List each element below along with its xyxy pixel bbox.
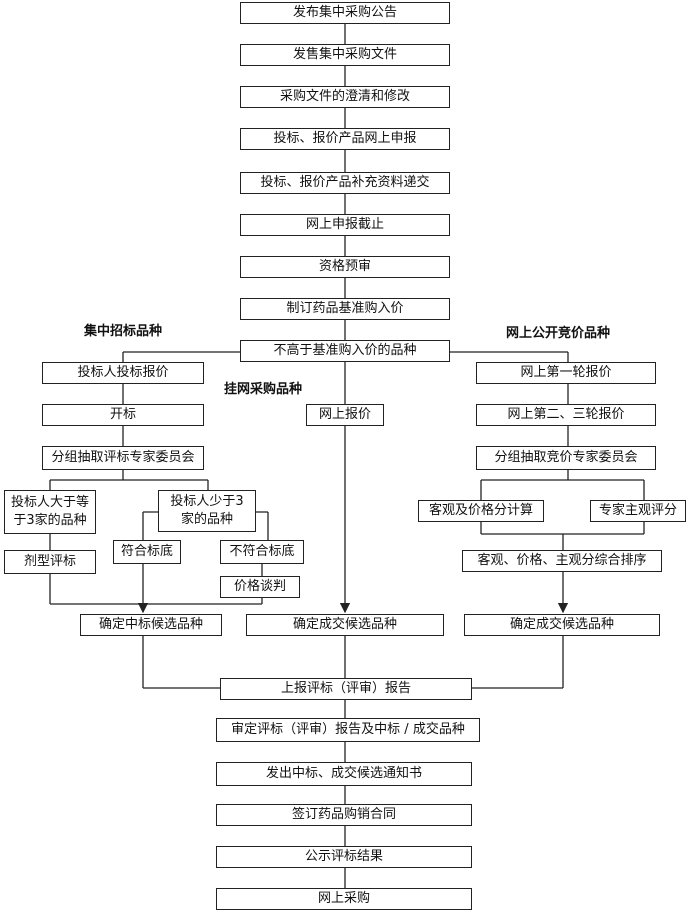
- left-dosage-eval: 剂型评标: [4, 550, 96, 574]
- left-not-meets-floor: 不符合标底: [220, 540, 304, 564]
- left-winning-candidates: 确定中标候选品种: [80, 614, 222, 636]
- step-prequalification: 资格预审: [240, 256, 450, 278]
- branch-title-centralized-bidding: 集中招标品种: [84, 324, 163, 339]
- right-round23: 网上第二、三轮报价: [476, 404, 656, 426]
- final-contract: 签订药品购销合同: [216, 804, 472, 826]
- left-expert-panel: 分组抽取评标专家委员会: [42, 446, 204, 470]
- middle-deal-candidates: 确定成交候选品种: [246, 614, 444, 636]
- step-declaration-deadline: 网上申报截止: [240, 214, 450, 236]
- left-bid-quote: 投标人投标报价: [42, 362, 204, 384]
- branch-title-online-listing: 挂网采购品种: [224, 382, 303, 397]
- final-online-purchase: 网上采购: [216, 888, 472, 910]
- step-benchmark-price: 制订药品基准购入价: [240, 298, 450, 320]
- step-publish-announcement: 发布集中采购公告: [240, 2, 450, 24]
- left-open-bid: 开标: [42, 404, 204, 426]
- step-online-declaration: 投标、报价产品网上申报: [240, 128, 450, 150]
- final-notice: 发出中标、成交候选通知书: [216, 762, 472, 786]
- left-less-than-three: 投标人少于3 家的品种: [158, 490, 256, 532]
- step-below-benchmark: 不高于基准购入价的品种: [240, 340, 450, 362]
- branch-title-online-auction: 网上公开竞价品种: [506, 326, 611, 341]
- left-price-negotiation: 价格谈判: [220, 576, 300, 598]
- middle-online-quote: 网上报价: [306, 404, 384, 426]
- right-bid-panel: 分组抽取竞价专家委员会: [476, 446, 656, 470]
- final-approve: 审定评标（评审）报告及中标 / 成交品种: [216, 718, 480, 742]
- final-publicize: 公示评标结果: [216, 846, 472, 868]
- right-round1: 网上第一轮报价: [476, 362, 656, 384]
- right-ranking: 客观、价格、主观分综合排序: [462, 550, 662, 572]
- right-subjective-score: 专家主观评分: [590, 500, 686, 522]
- step-sell-documents: 发售集中采购文件: [240, 44, 450, 66]
- step-clarify-documents: 采购文件的澄清和修改: [240, 86, 450, 108]
- left-three-or-more: 投标人大于等 于3家的品种: [4, 490, 96, 534]
- final-report: 上报评标（评审）报告: [220, 678, 472, 700]
- right-objective-score: 客观及价格分计算: [418, 500, 544, 522]
- left-meets-floor: 符合标底: [113, 540, 181, 564]
- step-supplementary-materials: 投标、报价产品补充资料递交: [240, 172, 450, 194]
- right-deal-candidates: 确定成交候选品种: [464, 614, 660, 636]
